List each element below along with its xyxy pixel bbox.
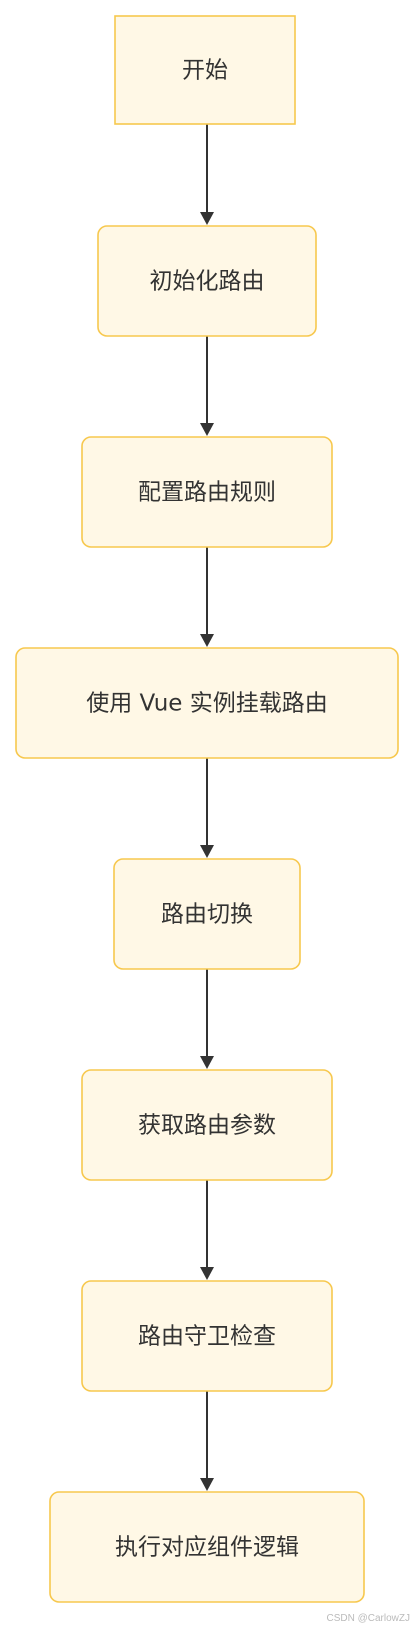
edge-config-rules-to-mount-router: [200, 547, 214, 647]
node-label: 配置路由规则: [138, 480, 276, 506]
node-box: [15, 647, 399, 759]
edge-route-switch-to-get-params: [200, 969, 214, 1069]
node-init-router: 初始化路由: [97, 225, 317, 337]
node-label: 路由守卫检查: [138, 1324, 276, 1350]
edge-start-to-init-router: [200, 124, 214, 225]
edge-get-params-to-guard-check: [200, 1180, 214, 1280]
node-box: [114, 15, 296, 125]
arrowhead-icon: [200, 212, 214, 225]
node-label: 使用 Vue 实例挂载路由: [86, 691, 328, 717]
arrowhead-icon: [200, 634, 214, 647]
arrowhead-icon: [200, 1478, 214, 1491]
node-config-rules: 配置路由规则: [81, 436, 333, 548]
node-mount-router: 使用 Vue 实例挂载路由: [15, 647, 399, 759]
node-label: 开始: [182, 58, 228, 84]
node-label: 执行对应组件逻辑: [115, 1535, 299, 1561]
watermark: CSDN @CarlowZJ: [326, 1613, 411, 1624]
arrowhead-icon: [200, 1267, 214, 1280]
arrowhead-icon: [200, 845, 214, 858]
node-run-component: 执行对应组件逻辑: [49, 1491, 365, 1603]
node-get-params: 获取路由参数: [81, 1069, 333, 1181]
arrowhead-icon: [200, 1056, 214, 1069]
node-label: 获取路由参数: [138, 1113, 276, 1139]
node-box: [81, 1069, 333, 1181]
edges-layer: [200, 124, 214, 1491]
node-label: 初始化路由: [150, 269, 265, 295]
node-box: [81, 1280, 333, 1392]
node-label: 路由切换: [161, 902, 253, 928]
node-box: [49, 1491, 365, 1603]
node-guard-check: 路由守卫检查: [81, 1280, 333, 1392]
node-route-switch: 路由切换: [113, 858, 301, 970]
edge-init-router-to-config-rules: [200, 336, 214, 436]
node-box: [113, 858, 301, 970]
edge-mount-router-to-route-switch: [200, 758, 214, 858]
node-box: [81, 436, 333, 548]
node-box: [97, 225, 317, 337]
edge-guard-check-to-run-component: [200, 1391, 214, 1491]
arrowhead-icon: [200, 423, 214, 436]
node-start: 开始: [114, 15, 296, 125]
